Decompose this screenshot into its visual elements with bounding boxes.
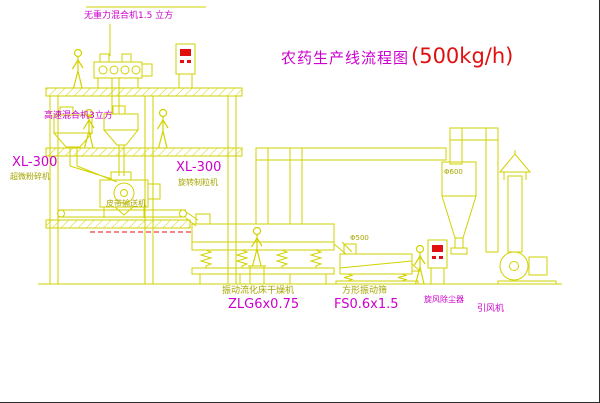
label-mill-name: 超微粉碎机 (10, 172, 50, 181)
drawing-title: 农药生产线流程图 (500kg/h) (281, 44, 513, 68)
person-dryer (250, 226, 263, 267)
operator-platform (248, 265, 266, 284)
cyclone-separator (441, 161, 477, 255)
control-cabinet-1 (175, 43, 196, 88)
vibrating-sieve (333, 241, 422, 285)
label-dryer-model: ZLG6x0.75 (228, 297, 300, 312)
label-fan: 引风机 (477, 304, 505, 314)
label-belt-conveyor: 皮带输送机 (106, 199, 146, 208)
label-granulator-name: 旋转制粒机 (178, 178, 218, 187)
induced-draft-fan (497, 251, 557, 285)
exhaust-stack (498, 150, 532, 253)
label-granulator-model: XL-300 (176, 160, 222, 175)
control-cabinet-2 (427, 239, 448, 284)
exhaust-ductwork (255, 127, 499, 253)
label-sieve-model: FS0.6x1.5 (334, 297, 399, 312)
title-text: 农药生产线流程图 (281, 49, 410, 67)
person-roof (71, 48, 84, 89)
title-capacity: (500kg/h) (411, 44, 514, 68)
person-sieve (413, 244, 426, 285)
label-gravity-mixer: 无重力混合机1.5 立方 (84, 11, 174, 21)
callout-sieve-diameter: Φ500 (350, 234, 369, 242)
label-sieve-name: 方形振动筛 (342, 286, 388, 296)
person-floor2-right (156, 108, 169, 149)
mill-hopper (102, 105, 140, 160)
building-frame (45, 6, 243, 285)
rotary-granulator (99, 171, 161, 218)
label-dryer-name: 振动流化床干燥机 (222, 286, 295, 296)
label-high-speed-mixer: 高速混合机3立方 (44, 111, 113, 121)
feed-y-junction (69, 160, 125, 183)
label-mill-model: XL-300 (12, 155, 58, 170)
callout-cyclone-diameter: Φ600 (444, 168, 463, 176)
label-cyclone: 旋风除尘器 (424, 295, 464, 304)
gravity-mixer (93, 53, 153, 114)
